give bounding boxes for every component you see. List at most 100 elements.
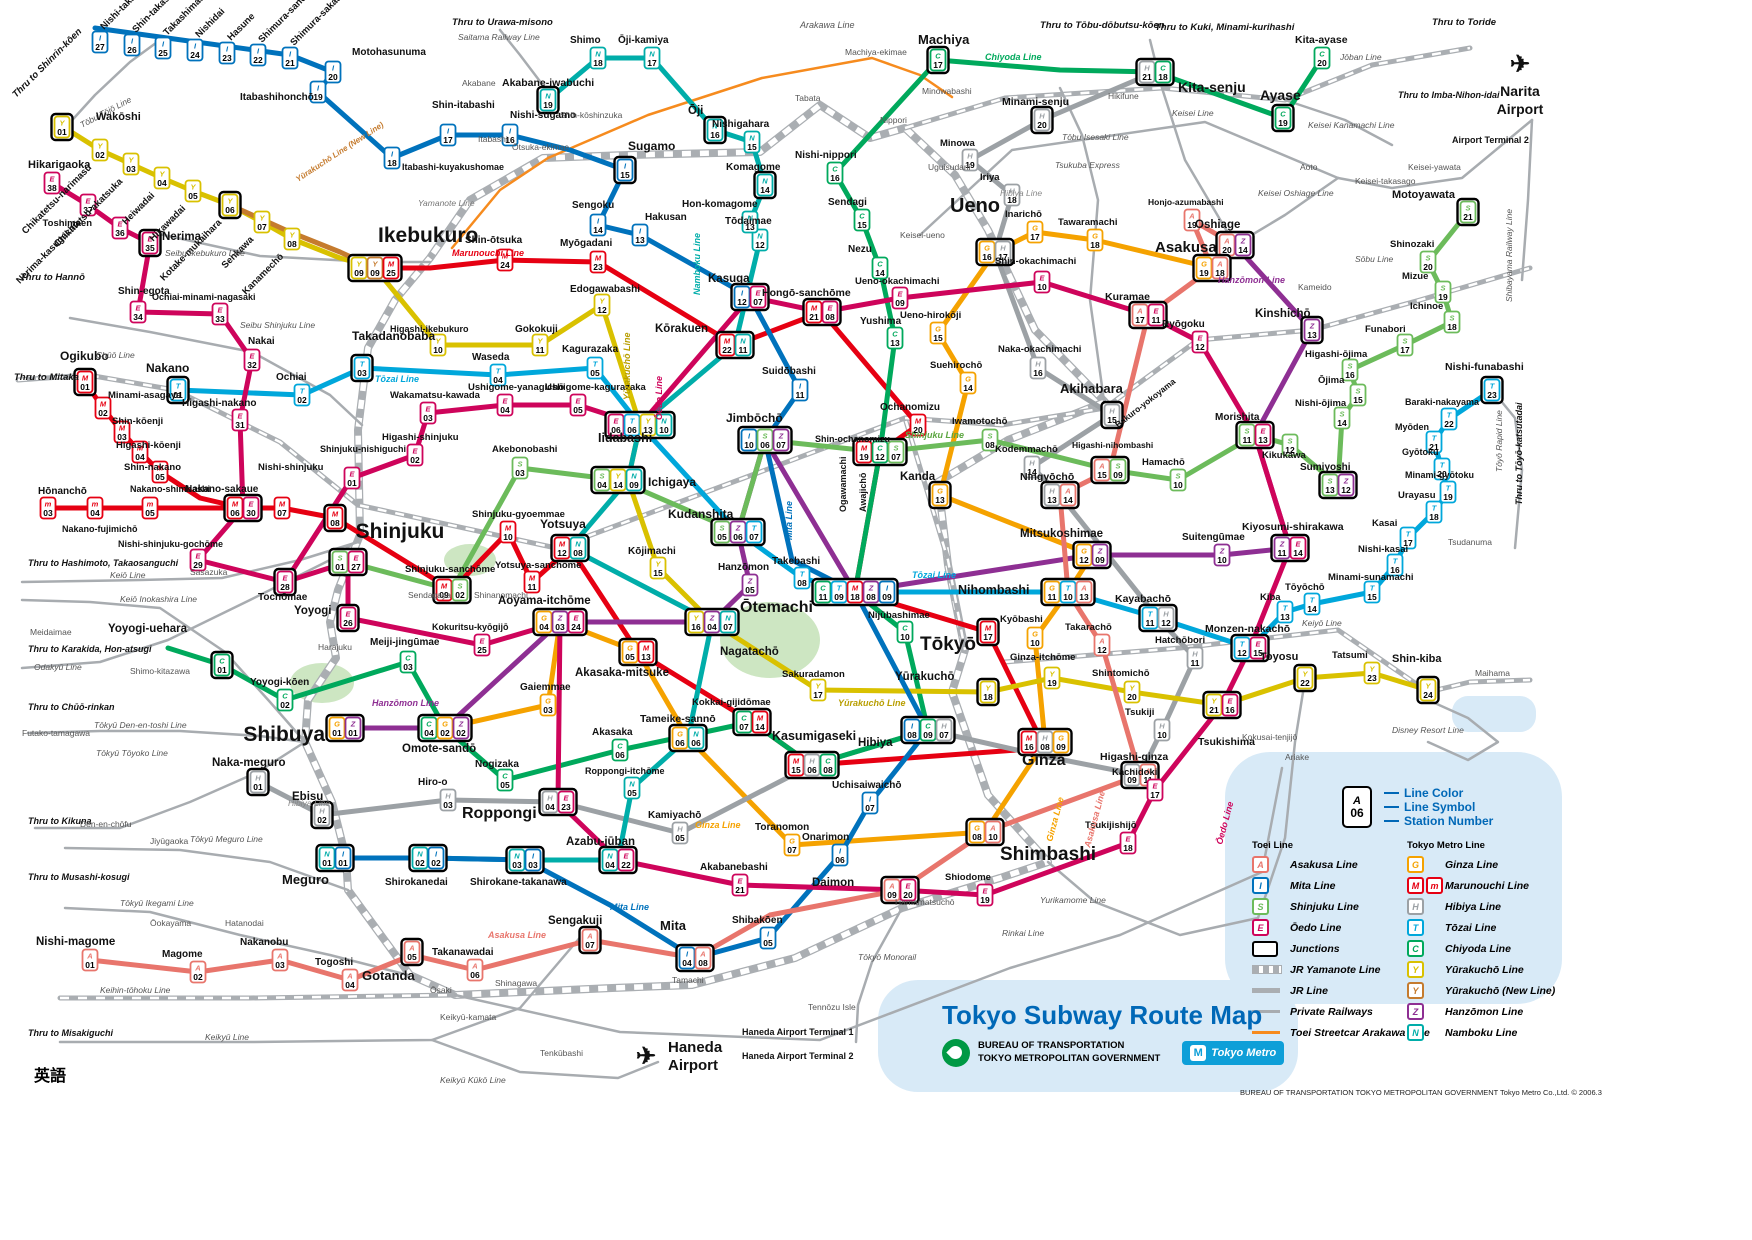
line-jr-keiyo-dash <box>1004 628 1531 694</box>
map-label: Kanamechō <box>240 251 286 297</box>
map-label: Minami-gyōtoku <box>1405 470 1474 480</box>
svg-text:11: 11 <box>819 592 828 602</box>
map-label: Higashi-shinjuku <box>382 432 459 443</box>
station-badge: T22 <box>1440 407 1458 431</box>
station-badge: Y01 <box>50 112 74 142</box>
svg-text:A: A <box>1136 307 1142 316</box>
map-label: Shibakōen <box>732 915 783 926</box>
station-badge: m05 <box>141 496 159 520</box>
map-label: Itabashi-kuyakushomae <box>402 162 504 172</box>
svg-text:02: 02 <box>410 455 420 465</box>
svg-text:13: 13 <box>890 338 900 348</box>
map-label: Edogawabashi <box>570 284 640 295</box>
svg-text:T: T <box>1432 504 1438 513</box>
map-label: Myōgadani <box>560 238 612 249</box>
legend-swatch-Yn: Y <box>1407 982 1439 999</box>
map-label: Ōtsuka-ekimae <box>512 142 569 152</box>
svg-text:23: 23 <box>222 53 232 63</box>
svg-text:13: 13 <box>1325 485 1335 495</box>
map-label: Omote-sandō <box>402 743 476 755</box>
svg-text:E: E <box>755 289 761 298</box>
svg-text:24: 24 <box>190 50 200 60</box>
station-badge: M11 <box>523 570 541 594</box>
svg-text:S: S <box>1339 410 1344 419</box>
map-label: Kita-ayase <box>1295 34 1348 46</box>
map-label: Hanzōmon Line <box>372 698 439 708</box>
svg-text:H: H <box>1163 610 1169 619</box>
line-yurikamome <box>1046 678 1307 937</box>
svg-text:13: 13 <box>1079 592 1089 602</box>
svg-text:E: E <box>1197 334 1203 343</box>
water-inlet <box>1452 696 1536 732</box>
station-badge: E29 <box>189 548 207 572</box>
map-label: Thru to Chūō-rinkan <box>28 702 115 712</box>
map-label: Nishi-shinjuku-gochōme <box>118 539 223 549</box>
station-badge: C03 <box>399 650 417 674</box>
svg-text:14: 14 <box>1293 548 1303 558</box>
legend-line-name: Namboku Line <box>1445 1026 1518 1039</box>
svg-text:14: 14 <box>760 185 770 195</box>
svg-text:M: M <box>119 424 126 433</box>
station-badge: A01 <box>81 948 99 972</box>
line-keisei-kanamachi <box>1283 98 1394 147</box>
line-keikyu-kuko <box>430 1038 660 1080</box>
svg-text:M: M <box>232 500 239 509</box>
map-label: Daimon <box>812 877 854 889</box>
station-badge: I18 <box>383 146 401 170</box>
map-label: Marunouchi Line <box>452 248 524 258</box>
svg-text:14: 14 <box>1063 495 1073 505</box>
svg-text:25: 25 <box>386 268 396 278</box>
svg-text:C: C <box>1319 50 1325 59</box>
svg-text:T: T <box>496 367 502 376</box>
map-label: Kokusai-tenjijō <box>1242 732 1298 742</box>
svg-text:05: 05 <box>155 472 165 482</box>
map-label: Kachidoki <box>1112 767 1157 778</box>
map-label: Saitama Railway Line <box>458 32 540 42</box>
station-badge: M05 <box>151 460 169 484</box>
svg-text:03: 03 <box>512 860 522 870</box>
svg-text:11: 11 <box>1146 618 1155 628</box>
svg-text:A: A <box>1080 584 1086 593</box>
map-label: Nishidai <box>193 6 227 40</box>
svg-text:22: 22 <box>253 55 263 65</box>
map-label: Minowabashi <box>922 86 972 96</box>
svg-text:Z: Z <box>778 432 784 441</box>
svg-text:m: m <box>92 500 99 509</box>
svg-text:G: G <box>937 487 943 496</box>
line-shibayama <box>1520 118 1534 282</box>
svg-text:04: 04 <box>493 375 503 385</box>
map-label: Roppongi-itchōme <box>585 766 665 776</box>
map-label: Ginza Line <box>695 820 741 830</box>
svg-text:M: M <box>985 624 992 633</box>
line-tokyu-denentoshi <box>26 729 307 744</box>
svg-text:I: I <box>447 127 450 136</box>
station-badge: E32 <box>243 348 261 372</box>
line-tokyu-meguro <box>63 846 350 892</box>
svg-text:13: 13 <box>935 495 945 505</box>
station-badge: Y05 <box>184 179 202 203</box>
svg-text:S: S <box>1449 314 1454 323</box>
map-label: Hibiya Line <box>288 798 330 808</box>
map-label: Hatanodai <box>225 918 264 928</box>
legend-row: JR Yamanote Line <box>1252 959 1397 980</box>
station-badge: m04 <box>86 496 104 520</box>
svg-text:Y: Y <box>259 214 265 223</box>
svg-text:Z: Z <box>1240 237 1246 246</box>
map-label: Hon-komagome <box>682 199 758 210</box>
map-label: Hibiya <box>858 737 893 749</box>
svg-text:03: 03 <box>43 508 53 518</box>
svg-text:G: G <box>1058 734 1064 743</box>
svg-text:16: 16 <box>1345 370 1355 380</box>
map-label: Funabori <box>1365 324 1406 335</box>
svg-text:13: 13 <box>643 425 653 435</box>
svg-text:C: C <box>426 720 432 729</box>
svg-text:E: E <box>1255 640 1261 649</box>
station-badge: M08 <box>323 503 347 533</box>
svg-text:07: 07 <box>753 297 763 307</box>
